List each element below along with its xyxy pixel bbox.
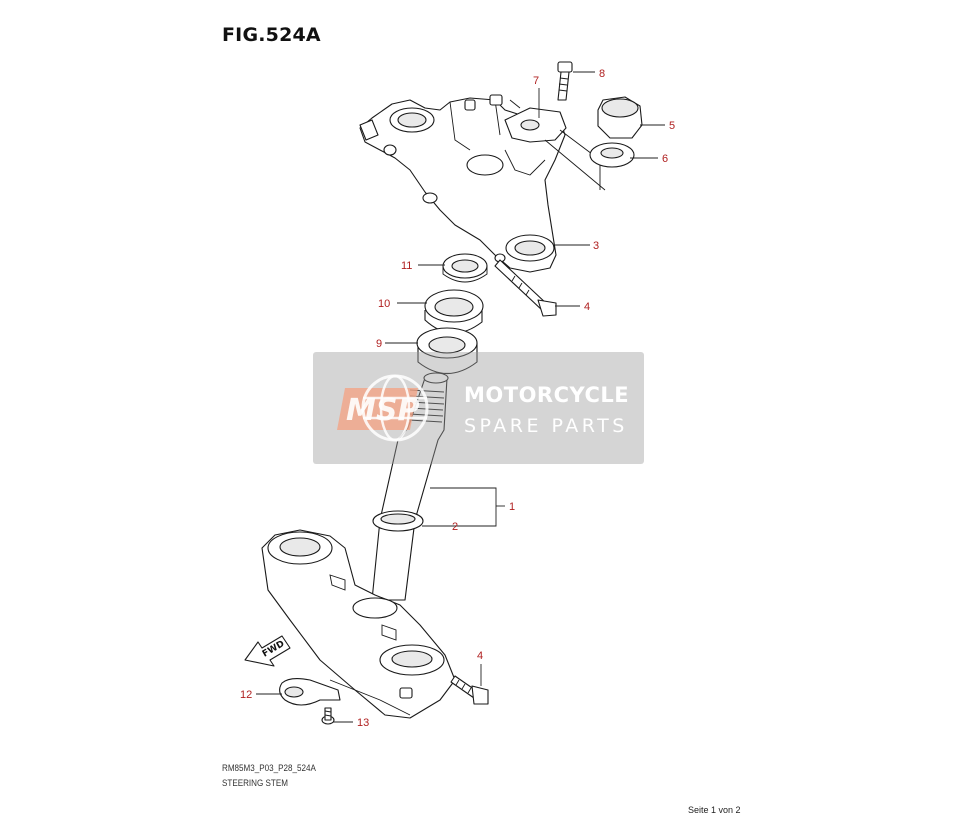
callout-3: 3 — [593, 240, 599, 252]
bolt-4-lower — [450, 675, 489, 705]
nut-5 — [597, 96, 643, 139]
bolt-4-upper — [494, 253, 557, 317]
callout-4-upper: 4 — [584, 301, 590, 313]
figure-code: RM85M3_P03_P28_524A — [222, 763, 316, 774]
callout-11: 11 — [401, 260, 412, 272]
watermark-line2: SPARE PARTS — [464, 415, 628, 437]
callout-8: 8 — [599, 68, 605, 80]
clamp-12 — [279, 677, 341, 706]
lower-bracket — [261, 529, 456, 719]
callout-5: 5 — [669, 120, 675, 132]
bearing-9 — [416, 327, 478, 374]
callout-10: 10 — [378, 298, 390, 310]
figure-name: STEERING STEM — [222, 778, 288, 789]
page-number: Seite 1 von 2 — [688, 805, 741, 815]
watermark-line1: MOTORCYCLE — [464, 383, 629, 407]
washer-6 — [589, 142, 635, 168]
leader-lines — [256, 71, 665, 723]
watermark-box — [313, 352, 644, 464]
bearing-10 — [424, 289, 484, 334]
upper-bracket — [359, 94, 566, 273]
watermark: MSP MOTORCYCLE SPARE PARTS — [313, 352, 644, 464]
figure-title: FIG.524A — [222, 24, 321, 46]
fwd-arrow: FWD — [244, 635, 291, 667]
callout-2: 2 — [452, 521, 458, 533]
callout-6: 6 — [662, 153, 668, 165]
callouts: 1 2 3 4 4 5 6 7 8 9 10 11 12 13 — [240, 68, 675, 729]
callout-7: 7 — [533, 75, 539, 87]
bolt-8 — [557, 61, 573, 101]
bolt-13 — [321, 707, 335, 725]
callout-12: 12 — [240, 689, 252, 701]
callout-9: 9 — [376, 338, 382, 350]
callout-13: 13 — [357, 717, 369, 729]
watermark-logo-text: MSP — [346, 393, 419, 428]
callout-4-lower: 4 — [477, 650, 483, 662]
callout-1: 1 — [509, 501, 515, 513]
dust-seal-11 — [442, 253, 488, 283]
steering-stem — [371, 372, 449, 601]
